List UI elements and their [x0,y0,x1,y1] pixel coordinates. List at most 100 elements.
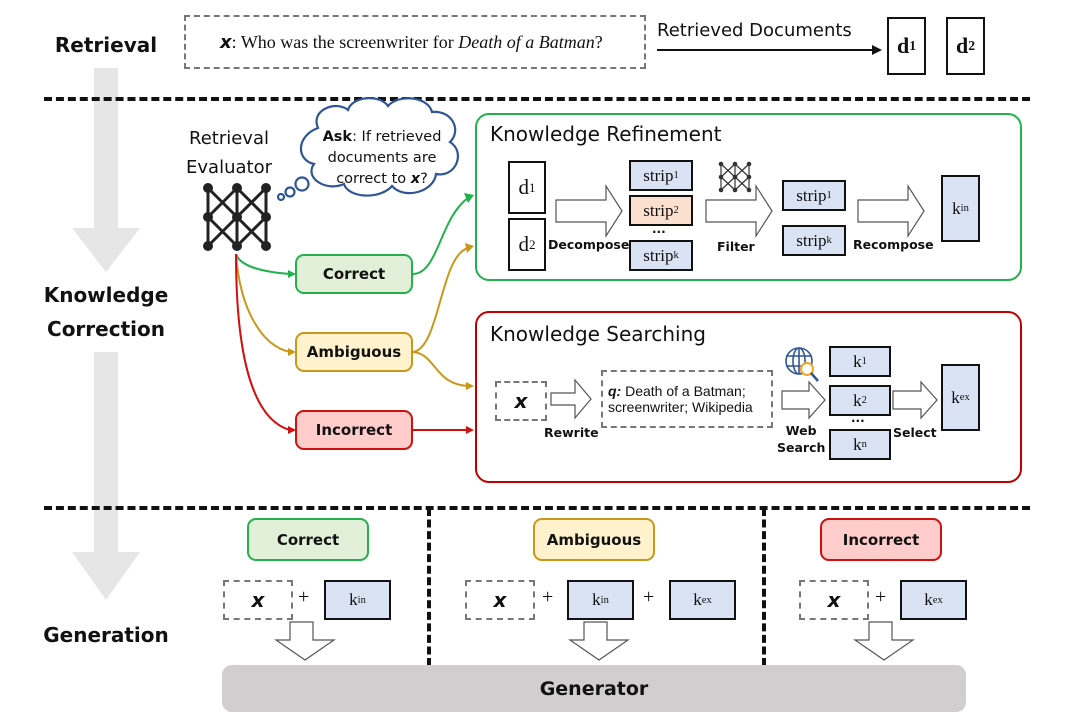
doc-subscript: 2 [528,236,536,252]
k-label: k [924,590,933,609]
down-arrow-icon [274,621,336,661]
doc-label: d [896,33,910,58]
query-text-end: ? [594,31,603,52]
search-input-x-box: x [495,381,547,421]
gen-x-box: x [799,580,869,620]
k-subscript: ex [701,594,712,606]
k-label: k [693,590,702,609]
strip-subscript: 1 [673,170,679,181]
plus-sign: + [542,586,554,608]
judgment-ambiguous: Ambiguous [295,332,413,372]
strip-subscript: 1 [826,190,832,201]
filter-label: Filter [717,239,755,254]
doc-label: d [518,175,529,199]
select-label: Select [893,425,937,440]
doc-label: d [955,33,969,58]
k-label: k [853,390,862,410]
divider-gen-col2 [762,508,766,666]
gen-label-ambiguous: Ambiguous [533,518,655,561]
thought-text: ? [420,171,428,187]
k-subscript: 1 [861,356,867,367]
divider-generation [44,506,1030,510]
divider-gen-col1 [427,508,431,666]
query-text: Who was the screenwriter for [236,31,459,52]
stage-label-retrieval: Retrieval [54,33,158,57]
generator-label: Generator [539,677,649,700]
k-label: k [349,590,358,609]
query-line: Death of a Batman; [621,383,746,399]
input-variable: x [251,588,265,612]
query-line: screenwriter; Wikipedia [608,399,753,415]
query-box: x: Who was the screenwriter for Death of… [184,15,646,69]
plus-sign: + [875,586,887,608]
web-search-label: Web Search [777,422,825,456]
evaluator-label-line: Evaluator [186,157,272,178]
k-label: k [592,590,601,609]
thought-text: : If retrieved [352,129,442,145]
evaluator-label-line: Retrieval [189,128,269,149]
k-label: k [853,351,862,371]
gen-label-incorrect: Incorrect [820,518,942,561]
retrieved-documents-label: Retrieved Documents [657,20,852,41]
k-subscript: in [600,594,609,606]
query-label: q: [608,383,622,399]
query-italic-title: Death of a Batman [458,31,595,52]
k-subscript: 2 [861,395,867,406]
judgment-correct: Correct [295,254,413,294]
searching-title: Knowledge Searching [490,322,706,346]
input-variable: x [827,588,841,612]
strip-subscript: 2 [673,205,679,216]
strip-label: strip [643,200,674,220]
strip-label: strip [643,165,674,185]
thought-text: correct to [336,171,411,187]
gen-label-correct: Correct [247,518,369,561]
gen-x-box: x [465,580,535,620]
doc-subscript: 1 [909,38,917,53]
k-subscript: n [861,439,867,450]
refinement-title: Knowledge Refinement [490,122,722,146]
query-separator: : [231,31,237,52]
doc-subscript: 2 [968,38,976,53]
knowledge-refinement-panel [475,113,1022,281]
k-label: k [853,434,862,454]
strip-subscript: k [826,235,832,246]
thought-variable: x [410,171,421,187]
plus-sign: + [643,586,655,608]
stage-label-knowledge-correction: Knowledge Correction [30,278,182,346]
stage-label-line: Knowledge [43,283,169,307]
strip-label: strip [796,185,827,205]
generator-bar: Generator [222,665,966,712]
strips-ellipsis: ... [652,222,666,236]
web-search-label-line: Web [785,423,817,438]
web-search-label-line: Search [777,440,826,455]
k-subscript: in [357,594,366,606]
input-variable: x [493,588,507,612]
thought-text: documents are [327,150,437,166]
recompose-label: Recompose [853,237,934,252]
query-variable: x [220,31,232,53]
doc-subscript: 1 [528,179,536,195]
